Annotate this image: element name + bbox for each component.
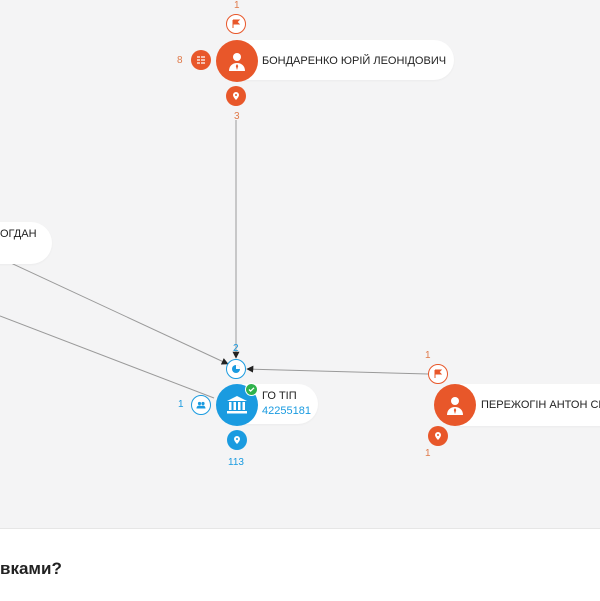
bottom-panel: вками? — [0, 496, 600, 601]
location-icon — [234, 436, 240, 444]
flag-badge[interactable] — [428, 364, 448, 384]
organization-code: 42255181 — [262, 405, 311, 417]
node-pill-bohdan[interactable] — [0, 222, 52, 264]
question-heading: вками? — [0, 559, 62, 578]
node-pill-bondarenko[interactable] — [222, 40, 454, 80]
location-count: 1 — [425, 448, 431, 459]
node-label-go-tip: ГО ТІП — [262, 390, 297, 402]
location-badge[interactable] — [428, 426, 448, 446]
person-node-perezhohin[interactable] — [434, 384, 476, 426]
location-icon — [233, 92, 239, 100]
graph-edges — [0, 120, 429, 399]
person-icon — [229, 53, 245, 71]
question-card: вками? — [0, 528, 600, 601]
graph-canvas[interactable]: 1 8 БОНДАРЕНКО ЮРІЙ ЛЕОНІДОВИЧ 3 ОГДАН 2… — [0, 0, 600, 496]
location-icon — [435, 432, 441, 440]
documents-badge[interactable] — [191, 50, 211, 70]
person-node-bondarenko[interactable] — [216, 40, 258, 82]
verified-badge — [245, 383, 258, 396]
check-icon — [248, 387, 255, 393]
users-icon — [196, 401, 206, 409]
ownership-hub[interactable] — [226, 359, 246, 379]
documents-icon — [197, 56, 205, 64]
location-count: 113 — [228, 457, 244, 468]
flag-badge[interactable] — [226, 14, 246, 34]
person-icon — [447, 397, 463, 415]
node-label-bohdan: ОГДАН — [0, 228, 37, 240]
node-label-bondarenko: БОНДАРЕНКО ЮРІЙ ЛЕОНІДОВИЧ — [262, 55, 447, 67]
members-badge[interactable] — [191, 395, 211, 415]
members-count: 1 — [178, 399, 184, 410]
pie-chart-icon — [232, 365, 240, 373]
flag-count: 1 — [425, 350, 431, 361]
flag-icon — [232, 19, 241, 28]
location-count: 3 — [234, 111, 240, 122]
documents-count: 8 — [177, 55, 183, 66]
flag-icon — [434, 369, 443, 378]
node-label-perezhohin: ПЕРЕЖОГІН АНТОН СЕР — [481, 399, 600, 411]
location-badge[interactable] — [227, 430, 247, 450]
bank-icon — [227, 396, 247, 414]
edge-perezhohin-go-tip — [246, 365, 429, 375]
hub-count: 2 — [233, 343, 239, 354]
edge-left-go-tip — [0, 315, 215, 399]
flag-count: 1 — [234, 0, 240, 11]
edge-bohdan-go-tip — [0, 257, 229, 365]
location-badge[interactable] — [226, 86, 246, 106]
